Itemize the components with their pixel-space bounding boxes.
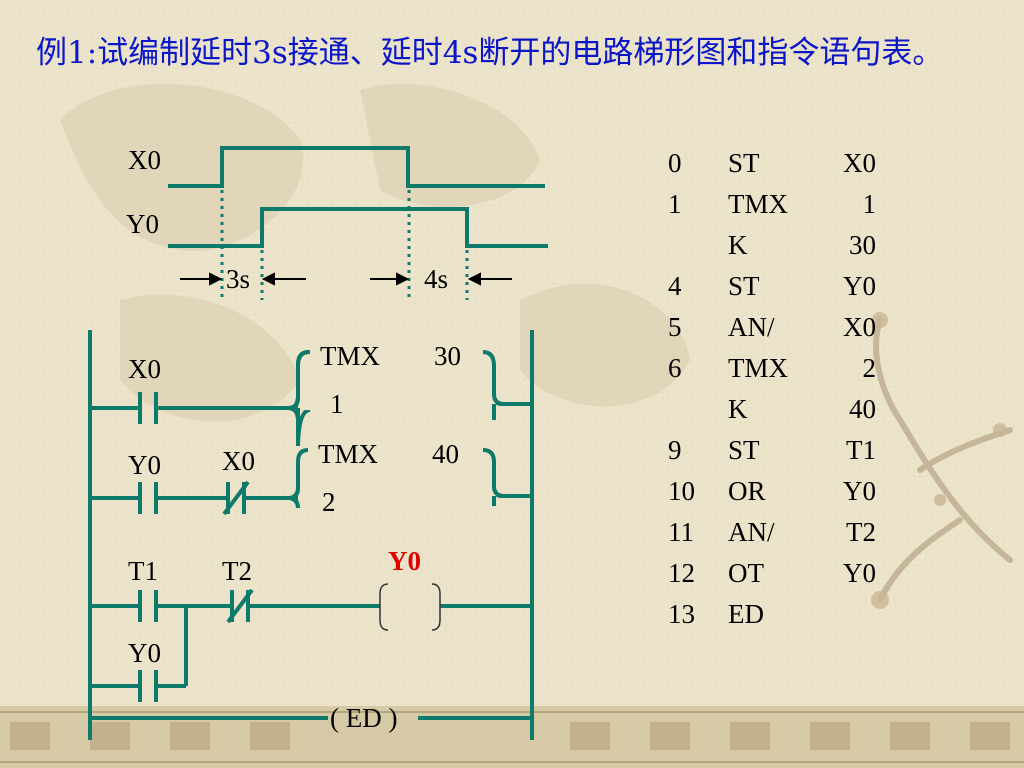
rung1-contact-label: X0 <box>128 354 161 384</box>
rung2-timer-label: TMX <box>318 439 379 469</box>
instruction-operand: X0 <box>843 148 876 178</box>
instruction-opcode: ST <box>728 271 760 301</box>
coil-y0 <box>379 583 441 631</box>
rung1-setting-label: 30 <box>434 341 461 371</box>
instruction-address: 0 <box>668 148 682 178</box>
rung3-contact1-label: T1 <box>128 556 158 586</box>
instruction-opcode: ST <box>728 435 760 465</box>
instruction-operand: T1 <box>846 435 876 465</box>
rung2-setting-label: 40 <box>432 439 459 469</box>
timer-brackets <box>156 350 532 509</box>
delay-off-arrows <box>370 272 512 286</box>
instruction-operand: Y0 <box>843 476 876 506</box>
end-instruction-label: ( ED ) <box>330 703 397 733</box>
instruction-operand: 30 <box>849 230 876 260</box>
instruction-opcode: OR <box>728 476 766 506</box>
instruction-operand: 40 <box>849 394 876 424</box>
timing-diagram: X0 Y0 3s 4s <box>126 145 548 300</box>
rung2-timer-no: 2 <box>322 487 336 517</box>
rung1-timer-no: 1 <box>330 389 344 419</box>
instruction-opcode: TMX <box>728 189 789 219</box>
instruction-address: 13 <box>668 599 695 629</box>
instruction-opcode: ST <box>728 148 760 178</box>
parallel-contact-label: Y0 <box>128 638 161 668</box>
y0-waveform <box>168 207 548 248</box>
instruction-operand: Y0 <box>843 271 876 301</box>
rung1-timer-label: TMX <box>320 341 381 371</box>
delay-off-label: 4s <box>424 264 448 294</box>
timing-y0-label: Y0 <box>126 209 159 239</box>
instruction-address: 12 <box>668 558 695 588</box>
timing-x0-label: X0 <box>128 145 161 175</box>
x0-waveform <box>168 146 545 188</box>
rung2-contact1-label: Y0 <box>128 450 161 480</box>
instruction-address: 5 <box>668 312 682 342</box>
instruction-address: 4 <box>668 271 682 301</box>
delay-on-arrows <box>180 272 306 286</box>
instruction-operand: Y0 <box>843 558 876 588</box>
ladder-labels: X0 TMX 30 1 Y0 X0 TMX 40 2 T1 T2 Y0 Y0 (… <box>128 341 461 733</box>
instruction-opcode: ED <box>728 599 764 629</box>
instruction-opcode: AN/ <box>728 517 775 547</box>
rung2-contact2-label: X0 <box>222 446 255 476</box>
instruction-address: 9 <box>668 435 682 465</box>
slide-title: 例1:试编制延时3s接通、延时4s断开的电路梯形图和指令语句表。 <box>36 35 944 71</box>
instruction-address: 11 <box>668 517 694 547</box>
delay-on-label: 3s <box>226 264 250 294</box>
instruction-opcode: TMX <box>728 353 789 383</box>
instruction-operand: T2 <box>846 517 876 547</box>
instruction-opcode: K <box>728 394 748 424</box>
instruction-opcode: OT <box>728 558 764 588</box>
coil-label: Y0 <box>388 546 421 576</box>
instruction-operand: X0 <box>843 312 876 342</box>
instruction-opcode: AN/ <box>728 312 775 342</box>
instruction-operand: 2 <box>863 353 877 383</box>
instruction-operand: 1 <box>863 189 877 219</box>
timing-guides <box>220 190 469 300</box>
instruction-address: 1 <box>668 189 682 219</box>
instruction-address: 6 <box>668 353 682 383</box>
instruction-opcode: K <box>728 230 748 260</box>
rung3-contact2-label: T2 <box>222 556 252 586</box>
instruction-address: 10 <box>668 476 695 506</box>
